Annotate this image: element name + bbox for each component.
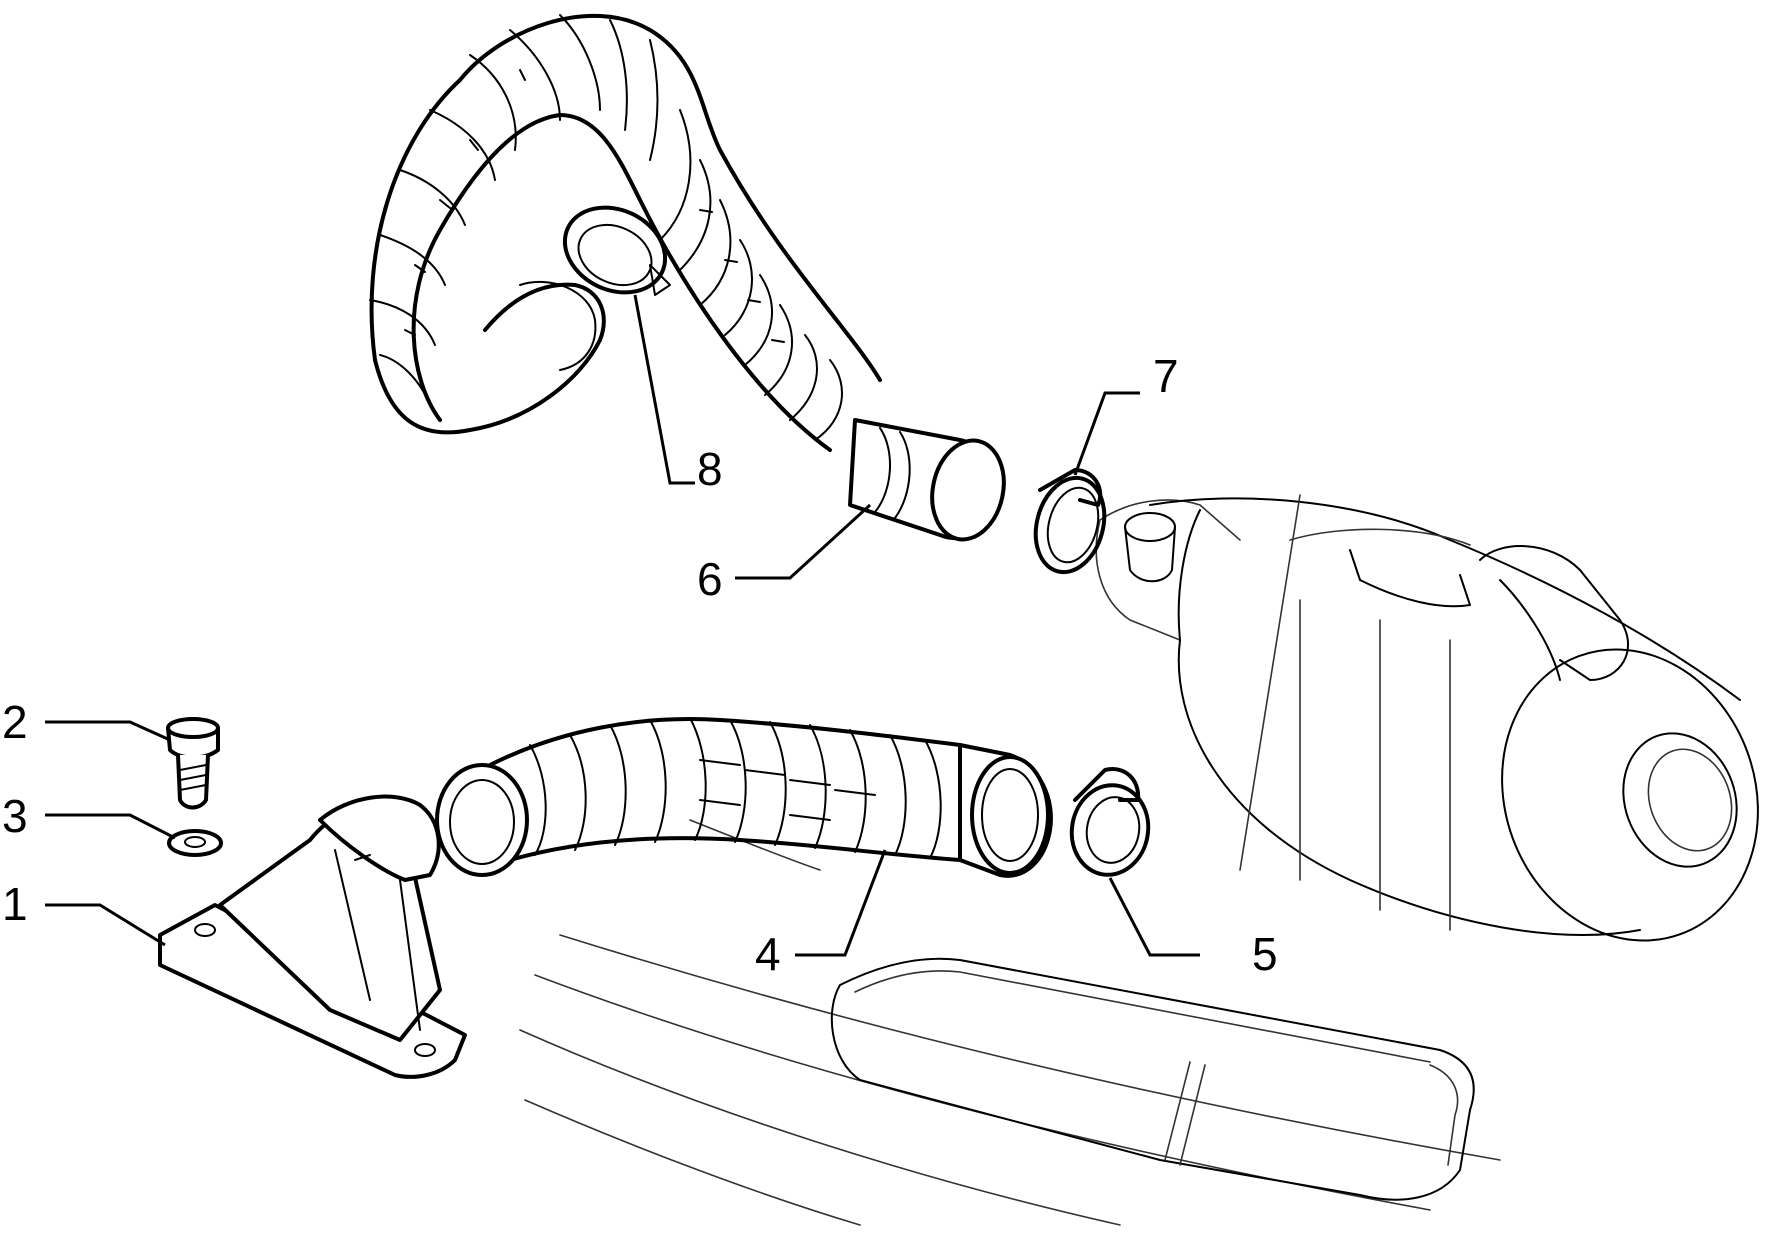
callout-6: 6 [697,553,723,605]
callout-8: 8 [697,443,723,495]
hose-clamp-upper [1033,468,1107,575]
callout-1: 1 [2,878,28,930]
callout-4: 4 [755,928,781,980]
washer [167,829,223,857]
hose-clamp-lower [1069,767,1151,877]
air-filter-housing [1095,494,1759,942]
lower-corrugated-hose [435,717,1053,878]
intake-bracket [158,794,467,1079]
callout-7: 7 [1153,350,1179,402]
vehicle-body-outline [519,819,1501,1226]
hose-clamp-small [562,205,671,296]
callout-2: 2 [2,696,28,748]
leader-lines [45,294,1200,957]
callout-5: 5 [1252,928,1278,980]
callout-3: 3 [2,790,28,842]
bolt [166,717,220,810]
callout-numbers: 2 3 1 4 5 6 7 8 [2,350,1278,980]
upper-corrugated-hose [369,14,1006,542]
